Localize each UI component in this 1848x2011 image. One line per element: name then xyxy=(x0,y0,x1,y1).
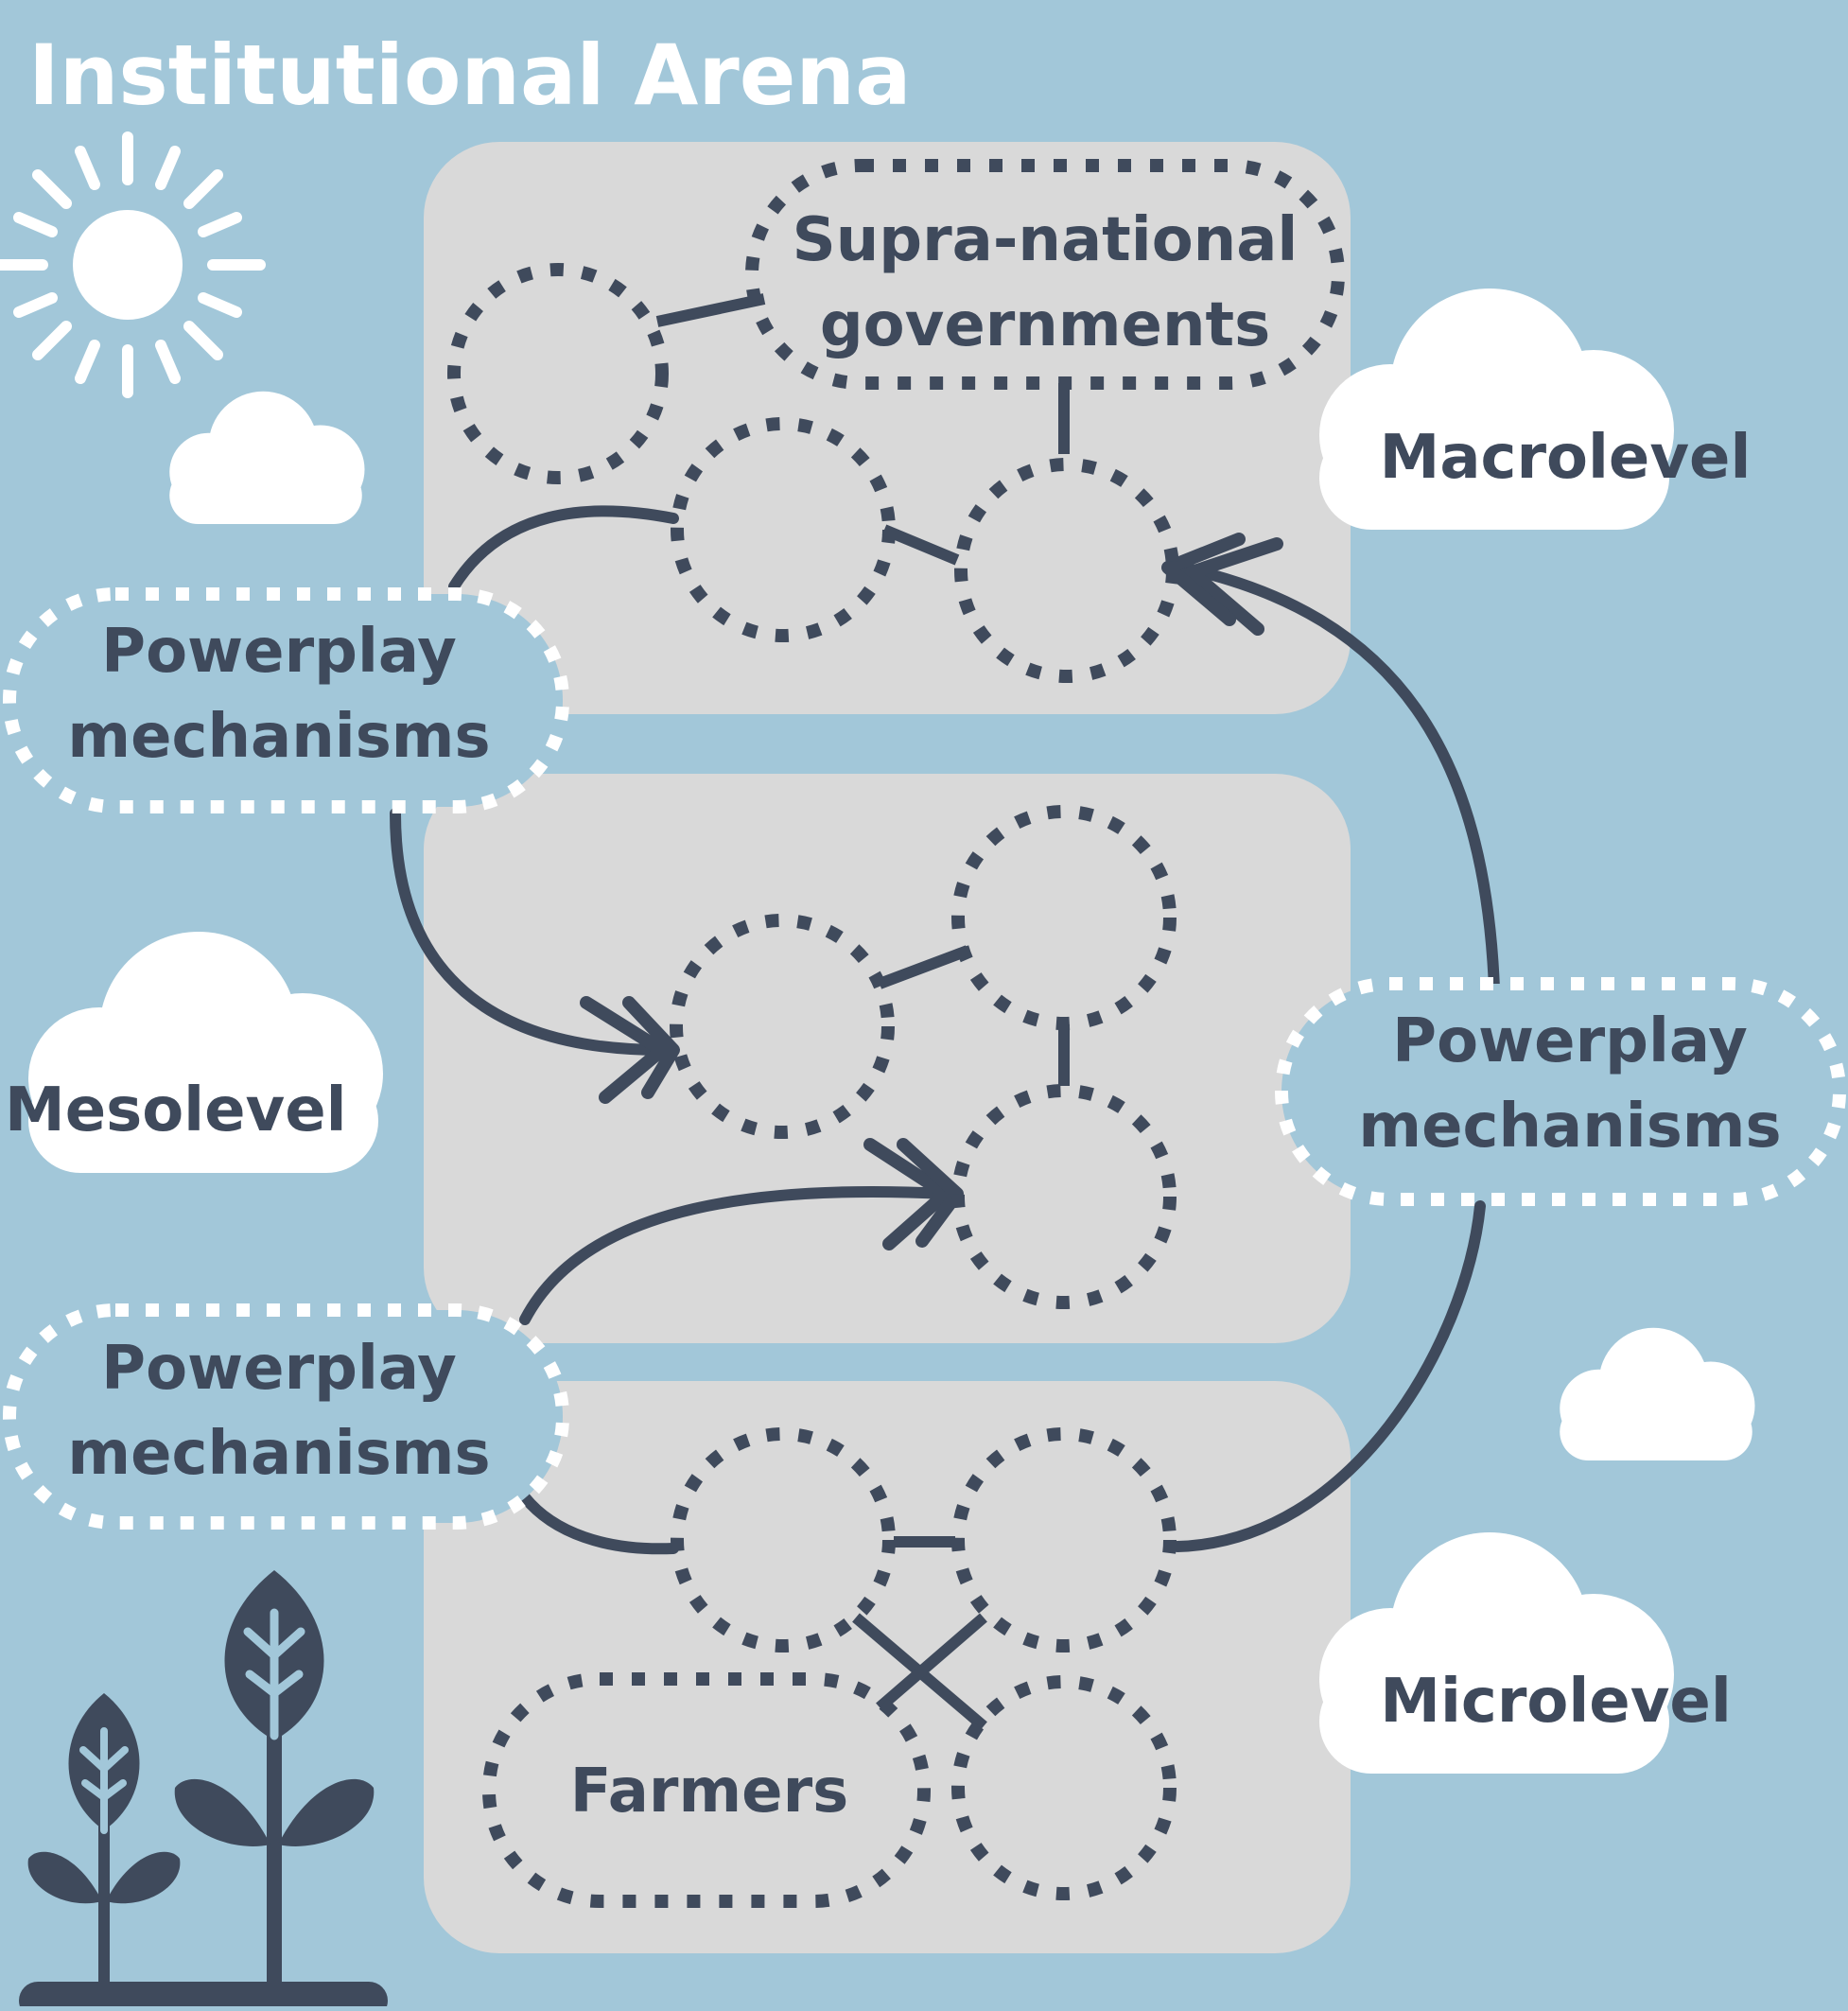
farmers-label: Farmers xyxy=(570,1757,848,1827)
microlevel-panel xyxy=(424,1381,1351,1953)
powerplay-label-line2: mechanisms xyxy=(67,702,490,772)
page-title: Institutional Arena xyxy=(28,26,911,124)
mesolevel-label: Mesolevel xyxy=(5,1075,347,1145)
mesolevel-panel xyxy=(424,774,1351,1343)
powerplay-bubble-right: Powerplay mechanisms xyxy=(1281,984,1839,1199)
powerplay-label-line1: Powerplay xyxy=(1392,1006,1748,1076)
supranational-label-line1: Supra-national xyxy=(793,205,1299,275)
powerplay-label-line1: Powerplay xyxy=(101,617,457,687)
powerplay-bubble-upper-left: Powerplay mechanisms xyxy=(9,594,563,807)
supranational-label-line2: governments xyxy=(820,290,1270,360)
powerplay-label-line2: mechanisms xyxy=(1358,1092,1781,1162)
powerplay-label-line2: mechanisms xyxy=(67,1419,490,1489)
macrolevel-label: Macrolevel xyxy=(1380,423,1752,493)
microlevel-label: Microlevel xyxy=(1380,1667,1732,1737)
powerplay-bubble-lower-left: Powerplay mechanisms xyxy=(9,1310,563,1523)
powerplay-label-line1: Powerplay xyxy=(101,1334,457,1404)
sun-icon xyxy=(0,137,260,393)
